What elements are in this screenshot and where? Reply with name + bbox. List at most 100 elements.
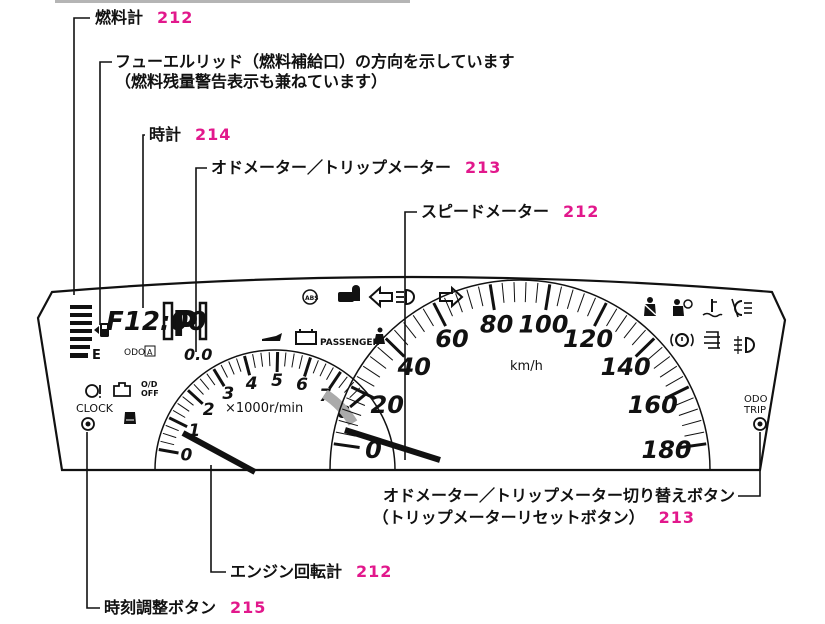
speedometer-number: 160 xyxy=(628,391,678,419)
speedometer-tick xyxy=(535,282,539,303)
shift-frame-right xyxy=(198,301,208,341)
tachometer-tick xyxy=(298,355,303,369)
leader-speedometer xyxy=(404,211,417,460)
speedometer-tick xyxy=(659,365,678,378)
speedometer-tick xyxy=(524,282,527,303)
tachometer-tick xyxy=(199,378,210,390)
speedometer-tick xyxy=(566,289,574,309)
tachometer-tick xyxy=(319,363,327,377)
speedometer-ticks xyxy=(333,282,707,449)
speedometer-tick xyxy=(681,419,702,427)
tachometer-number: 0 xyxy=(180,445,192,465)
security-icon xyxy=(338,285,360,302)
speedometer-tick xyxy=(478,286,484,307)
callout-tachometer-page: 212 xyxy=(356,562,393,581)
tachometer-ticks xyxy=(158,351,367,455)
callout-odo-trip-button: オドメーター／トリップメーター切り替えボタン （トリップメーターリセットボタン）… xyxy=(373,486,735,528)
tachometer-tick xyxy=(193,383,204,395)
speedometer-tick xyxy=(455,293,463,313)
leader-lines xyxy=(73,17,761,609)
speedometer-tick xyxy=(634,337,656,358)
leader-clock xyxy=(142,134,145,308)
tachometer-tick xyxy=(206,373,216,386)
callout-odo-trip-button-text2: （トリップメーターリセットボタン） xyxy=(372,508,645,527)
tachometer-tick xyxy=(158,448,179,455)
svg-text:O/D: O/D xyxy=(141,380,158,389)
tachometer-unit: ×1000r/min xyxy=(225,401,303,416)
check-engine-icon xyxy=(85,384,101,398)
tachometer-tick xyxy=(186,389,204,405)
tachometer-tick xyxy=(220,364,228,378)
speedometer-tick xyxy=(684,431,705,437)
lcd-reading: 0.0 xyxy=(184,345,212,364)
tachometer-tick xyxy=(165,424,179,432)
tachometer-tick xyxy=(182,396,194,406)
speedometer-tick xyxy=(346,397,366,406)
leader-fuel-lid xyxy=(99,61,112,325)
passenger-airbag-icon xyxy=(374,327,385,344)
speedometer-number: 40 xyxy=(397,353,431,381)
speedometer-tick xyxy=(544,284,552,311)
speedometer-number: 60 xyxy=(435,325,468,353)
speedometer-tick xyxy=(369,356,387,369)
odo-trip-button[interactable] xyxy=(753,417,767,431)
callout-odo-trip-button-text: オドメーター／トリップメーター切り替えボタン xyxy=(382,486,735,505)
speedometer-tick xyxy=(665,375,684,387)
headlight-icon xyxy=(396,288,415,306)
callout-fuel-lid-text2: （燃料残量警告表示も兼ねています） xyxy=(115,72,388,91)
engine-icon xyxy=(113,382,131,397)
speedometer-tick xyxy=(646,346,663,361)
speedometer-number: 120 xyxy=(563,325,613,353)
speedometer-tick xyxy=(664,385,690,400)
tachometer-number: 3 xyxy=(222,384,234,404)
callout-clock-page: 214 xyxy=(195,125,232,144)
speedometer-tick xyxy=(338,419,359,427)
speedometer-number: 80 xyxy=(480,310,513,338)
speedometer-tick xyxy=(587,297,596,317)
speedometer-tick xyxy=(488,284,496,311)
tachometer-tick xyxy=(236,358,242,372)
leader-clock-adjust xyxy=(86,432,100,609)
lcd-odo-label: ODO xyxy=(124,348,145,358)
speedometer-needle xyxy=(344,427,441,463)
speedometer-number: 140 xyxy=(601,353,651,381)
speedometer-tick xyxy=(653,356,671,369)
callout-tachometer: エンジン回転計 212 xyxy=(230,562,392,582)
callout-clock-adjust-page: 215 xyxy=(230,598,267,617)
tachometer-number: 5 xyxy=(271,371,283,391)
brake-warning-icon xyxy=(670,333,694,347)
speedometer-tick xyxy=(466,289,474,309)
oil-pressure-icon xyxy=(262,333,282,341)
svg-text:ABS: ABS xyxy=(305,295,319,302)
speedometer-tick xyxy=(412,315,425,333)
callout-tachometer-text: エンジン回転計 xyxy=(230,562,343,581)
callout-odo-trip-button-page: 213 xyxy=(658,508,695,527)
speedometer-tick xyxy=(432,302,447,327)
tachometer-number: 4 xyxy=(245,374,258,394)
speedometer-tick xyxy=(577,293,585,313)
speedometer-tick xyxy=(606,308,618,327)
tachometer-tick xyxy=(162,432,177,439)
fuel-gauge-bars xyxy=(70,305,92,358)
tachometer-tick xyxy=(326,367,334,380)
speedometer-tick xyxy=(335,431,356,437)
door-open-icon xyxy=(124,412,136,424)
speedometer-tick xyxy=(513,282,516,303)
tachometer-tick xyxy=(172,409,186,418)
tachometer-tick xyxy=(243,355,252,376)
battery-icon xyxy=(295,329,317,345)
tachometer-tick xyxy=(228,361,235,375)
tachometer-needle xyxy=(181,430,257,475)
clock-label: CLOCK xyxy=(76,402,114,415)
seatbelt-icon xyxy=(643,297,657,316)
speedometer-tick xyxy=(422,308,434,327)
rear-fog-icon xyxy=(731,298,752,318)
speedometer-tick xyxy=(356,375,375,387)
clock-adjust-button[interactable] xyxy=(81,417,95,431)
speedometer-tick xyxy=(680,442,707,449)
